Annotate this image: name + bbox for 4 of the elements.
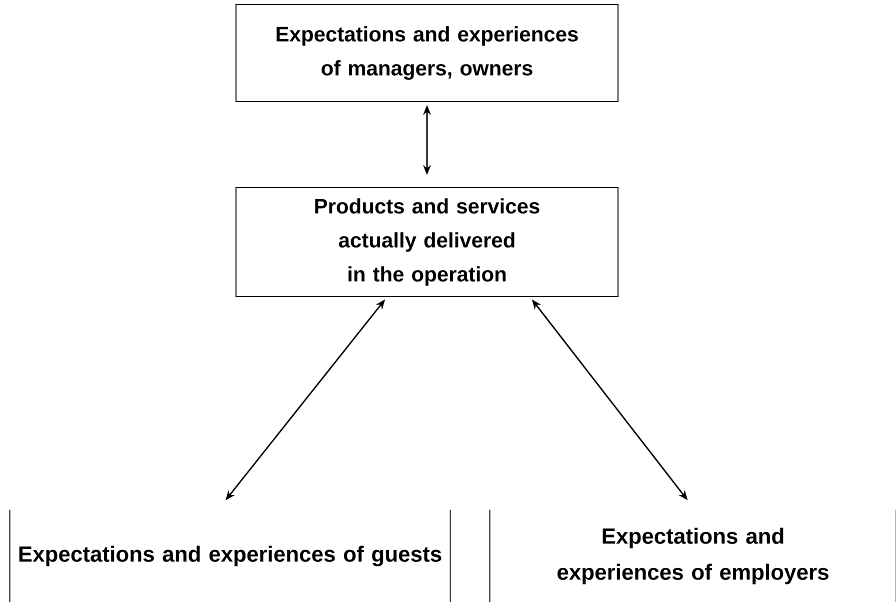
text-box: Expectations and experiences of guests [9, 509, 451, 602]
text-box: Expectations and experiences of employers [489, 509, 896, 602]
text-box: Expectations and experiences of managers, owners [236, 4, 618, 102]
text-box: Products and services actually delivered in the operation [236, 187, 618, 297]
